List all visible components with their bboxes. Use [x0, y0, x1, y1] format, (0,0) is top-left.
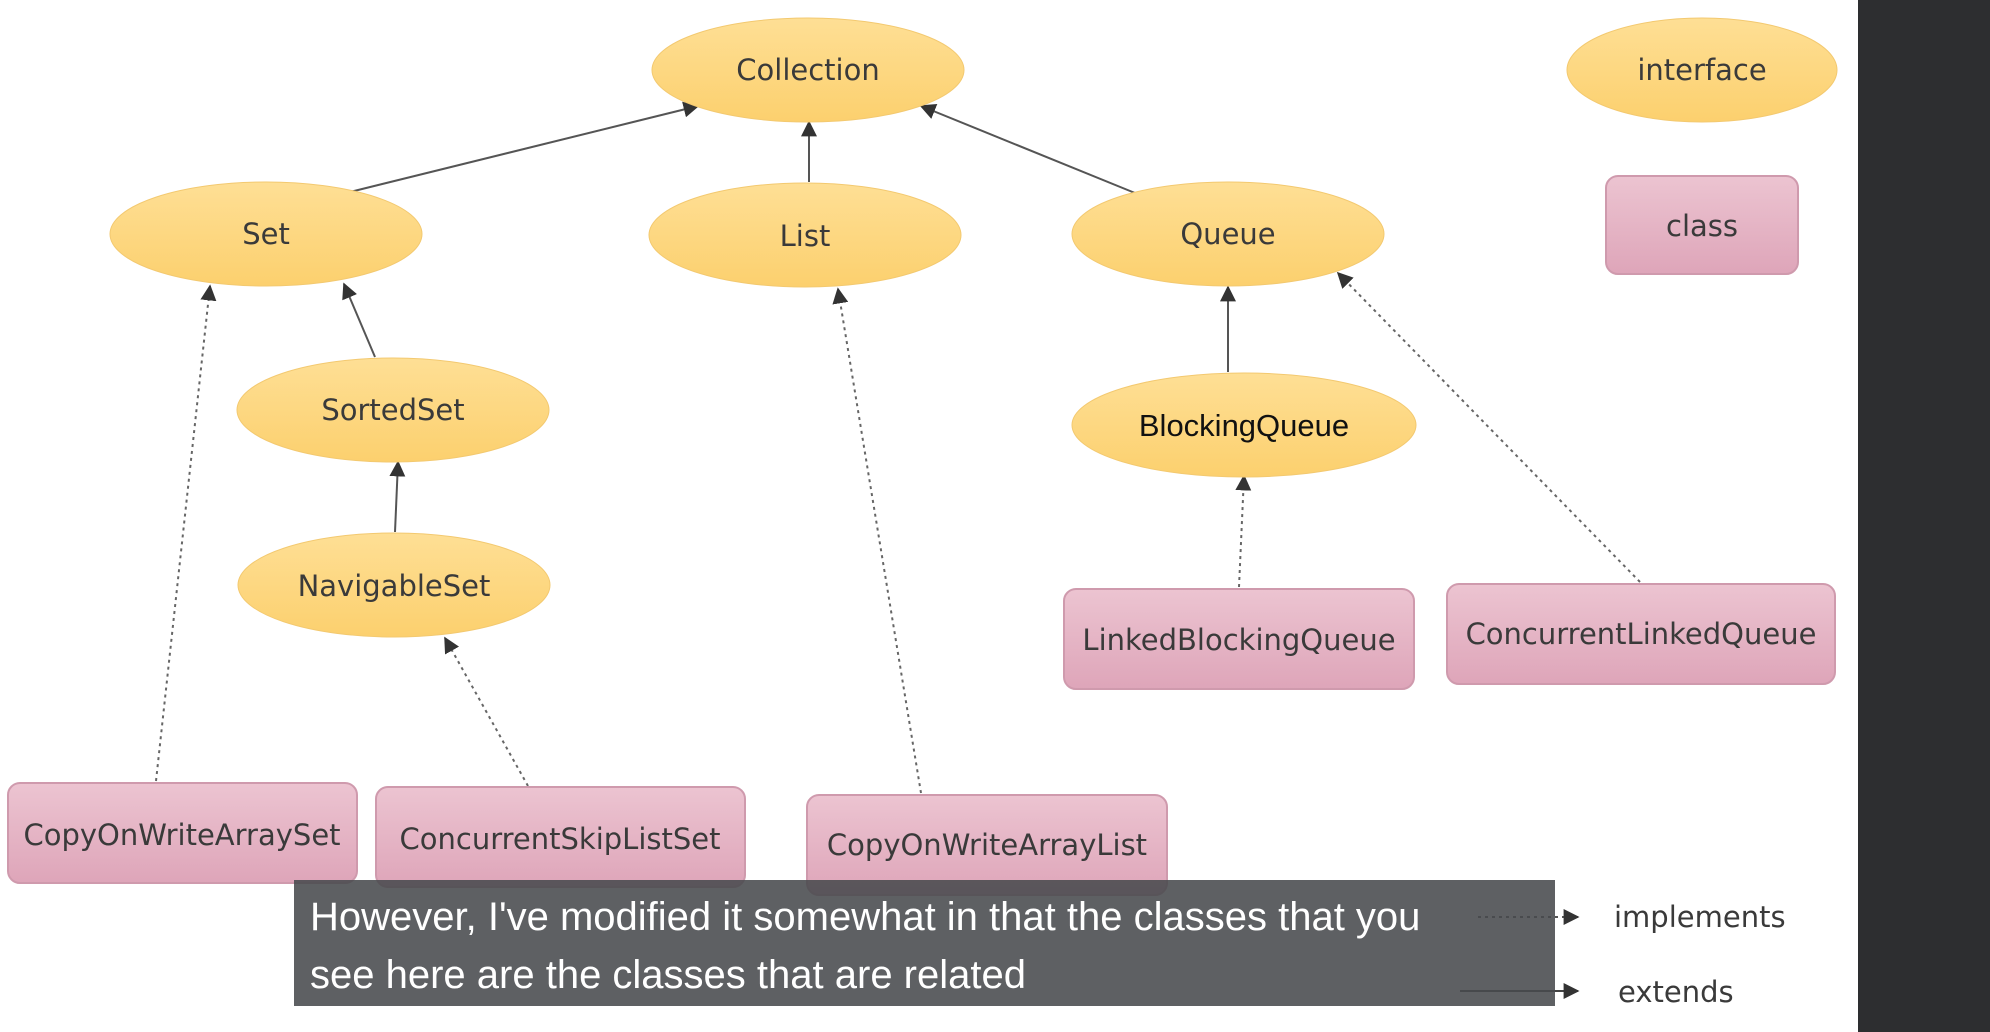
relation-lines — [155, 101, 1641, 794]
edge-concurrentlinkedqueue-implements-queue — [1336, 271, 1641, 583]
edge-sortedset-extends-set — [342, 282, 376, 358]
video-subtitle: However, I've modified it somewhat in th… — [294, 880, 1555, 1006]
interface-nodes: Collection Set List Queue SortedSet Navi… — [109, 17, 1838, 638]
node-concurrentlinkedqueue-label: ConcurrentLinkedQueue — [1466, 617, 1817, 651]
edge-cowarraylist-implements-list — [832, 287, 922, 794]
node-sortedset-label: SortedSet — [321, 393, 464, 427]
node-copyonwritearraylist-label: CopyOnWriteArrayList — [827, 828, 1147, 862]
node-concurrentlinkedqueue: ConcurrentLinkedQueue — [1446, 583, 1836, 685]
node-list: List — [648, 182, 962, 288]
node-concurrentskiplistset-label: ConcurrentSkipListSet — [400, 822, 721, 856]
node-navigableset-label: NavigableSet — [298, 569, 491, 603]
legend-interface-swatch: interface — [1566, 17, 1838, 123]
legend-extends-label: extends — [1618, 975, 1734, 1009]
edge-skiplistset-implements-navigableset — [444, 636, 529, 787]
node-collection-label: Collection — [736, 53, 879, 87]
legend-implements-label: implements — [1614, 900, 1786, 934]
node-copyonwritearrayset: CopyOnWriteArraySet — [7, 782, 358, 884]
node-queue: Queue — [1071, 181, 1385, 287]
node-copyonwritearraylist: CopyOnWriteArrayList — [806, 794, 1168, 896]
node-set: Set — [109, 181, 423, 287]
class-nodes: CopyOnWriteArraySet ConcurrentSkipListSe… — [7, 175, 1836, 896]
legend-class-swatch: class — [1605, 175, 1799, 275]
node-collection: Collection — [651, 17, 965, 123]
edge-cowarrayset-implements-set — [155, 284, 217, 782]
subtitle-line-1: However, I've modified it somewhat in th… — [310, 895, 1421, 939]
node-blockingqueue-label: BlockingQueue — [1139, 408, 1349, 443]
node-linkedblockingqueue-label: LinkedBlockingQueue — [1082, 623, 1395, 657]
node-list-label: List — [780, 219, 831, 253]
node-linkedblockingqueue: LinkedBlockingQueue — [1063, 588, 1415, 690]
node-queue-label: Queue — [1180, 217, 1275, 251]
dark-side-panel — [1858, 0, 1990, 1032]
node-copyonwritearrayset-label: CopyOnWriteArraySet — [23, 818, 340, 852]
line-legend: implements extends — [1460, 900, 1786, 1009]
node-sortedset: SortedSet — [236, 357, 550, 463]
edge-linkedblockingqueue-implements-blockingqueue — [1235, 474, 1252, 588]
legend-class-label: class — [1666, 209, 1738, 243]
subtitle-line-2: see here are the classes that are relate… — [310, 953, 1026, 997]
edge-navigableset-extends-sortedset — [389, 460, 406, 533]
edge-set-extends-collection — [349, 101, 700, 193]
node-blockingqueue: BlockingQueue — [1071, 372, 1417, 478]
node-concurrentskiplistset: ConcurrentSkipListSet — [375, 786, 746, 888]
edge-queue-extends-collection — [919, 104, 1136, 194]
legend-interface-label: interface — [1637, 53, 1766, 87]
node-navigableset: NavigableSet — [237, 532, 551, 638]
node-set-label: Set — [242, 217, 290, 251]
